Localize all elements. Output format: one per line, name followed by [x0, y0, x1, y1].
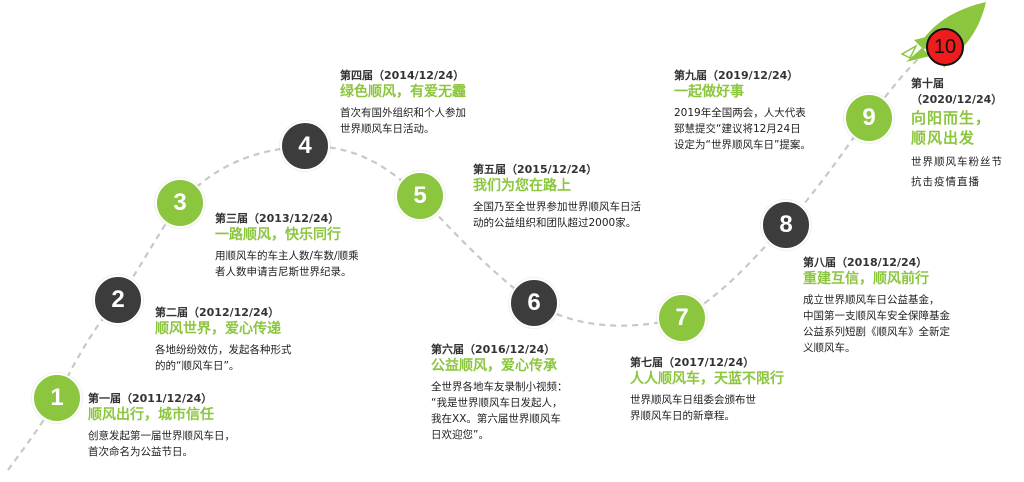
edition-label: 第九届（2019/12/24）	[674, 69, 799, 82]
milestone-title: 我们为您在路上	[473, 178, 571, 194]
milestone-desc: 世界顺风车日组委会颁布世 界顺风车日的新章程。	[630, 394, 756, 422]
milestone-block-8: 第八届（2018/12/24） 重建互信，顺风前行 成立世界顺风车日公益基金， …	[803, 256, 950, 356]
milestone-node-7: 7	[657, 293, 707, 343]
milestone-node-3: 3	[155, 178, 205, 228]
edition-label: 第十届	[911, 77, 944, 90]
milestone-block-4: 第四届（2014/12/24） 绿色顺风，有爱无霾 首次有国外组织和个人参加 世…	[340, 69, 466, 137]
milestone-title: 公益顺风，爱心传承	[431, 358, 557, 374]
milestone-block-1: 第一届（2011/12/24） 顺风出行，城市信任 创意发起第一届世界顺风车日，…	[88, 392, 235, 460]
milestone-desc: 创意发起第一届世界顺风车日， 首次命名为公益节日。	[88, 430, 235, 458]
edition-label: 第五届（2015/12/24）	[473, 163, 598, 176]
milestone-node-2: 2	[93, 275, 143, 325]
edition-label: 第二届（2012/12/24）	[155, 306, 280, 319]
milestone-block-10: 第十届 （2020/12/24） 向阳而生， 顺风出发 世界顺风车粉丝节 抗击疫…	[911, 76, 1003, 192]
milestone-block-7: 第七届（2017/12/24） 人人顺风车，天蓝不限行 世界顺风车日组委会颁布世…	[630, 356, 784, 424]
milestone-title: 顺风世界，爱心传递	[155, 321, 281, 337]
milestone-node-5: 5	[395, 171, 445, 221]
edition-label: 第一届（2011/12/24）	[88, 392, 213, 405]
milestone-desc: 世界顺风车粉丝节 抗击疫情直播	[911, 156, 1003, 188]
milestone-block-3: 第三届（2013/12/24） 一路顺风，快乐同行 用顺风车的车主人数/车数/顺…	[215, 212, 359, 280]
milestone-title: 顺风出行，城市信任	[88, 407, 214, 423]
milestone-desc: 各地纷纷效仿，发起各种形式 的的“顺风车日”。	[155, 344, 292, 372]
milestone-title: 人人顺风车，天蓝不限行	[630, 371, 784, 387]
milestone-block-6: 第六届（2016/12/24） 公益顺风，爱心传承 全世界各地车友录制小视频： …	[431, 343, 568, 443]
milestone-node-8: 8	[761, 200, 811, 250]
edition-label: 第四届（2014/12/24）	[340, 69, 465, 82]
milestone-title-line-2: 顺风出发	[911, 129, 976, 147]
milestone-title: 一路顺风，快乐同行	[215, 227, 341, 243]
edition-label: 第六届（2016/12/24）	[431, 343, 556, 356]
milestone-node-10: 10	[926, 28, 964, 66]
milestone-node-9: 9	[844, 93, 894, 143]
milestone-node-4: 4	[280, 121, 330, 171]
edition-date: （2020/12/24）	[911, 93, 1003, 106]
milestone-title: 一起做好事	[674, 84, 744, 100]
milestone-desc: 全世界各地车友录制小视频： “我是世界顺风车日发起人， 我在XX。第六届世界顺风…	[431, 381, 568, 441]
milestone-title: 绿色顺风，有爱无霾	[340, 84, 466, 100]
edition-label: 第三届（2013/12/24）	[215, 212, 340, 225]
milestone-block-5: 第五届（2015/12/24） 我们为您在路上 全国乃至全世界参加世界顺风车日活…	[473, 163, 641, 231]
edition-label: 第七届（2017/12/24）	[630, 356, 755, 369]
milestone-title-line-1: 向阳而生，	[911, 109, 992, 127]
milestone-desc: 全国乃至全世界参加世界顺风车日活 动的公益组织和团队超过2000家。	[473, 201, 641, 229]
milestone-node-6: 6	[509, 278, 559, 328]
milestone-block-9: 第九届（2019/12/24） 一起做好事 2019年全国两会，人大代表 郅慧提…	[674, 69, 811, 153]
milestone-desc: 首次有国外组织和个人参加 世界顺风车日活动。	[340, 107, 466, 135]
edition-label: 第八届（2018/12/24）	[803, 256, 928, 269]
milestone-block-2: 第二届（2012/12/24） 顺风世界，爱心传递 各地纷纷效仿，发起各种形式 …	[155, 306, 292, 374]
milestone-desc: 2019年全国两会，人大代表 郅慧提交“建议将12月24日 设定为“世界顺风车日…	[674, 107, 811, 151]
milestone-desc: 用顺风车的车主人数/车数/顺乘 者人数申请吉尼斯世界纪录。	[215, 250, 359, 278]
milestone-desc: 成立世界顺风车日公益基金， 中国第一支顺风车安全保障基金 公益系列短剧《顺风车》…	[803, 294, 950, 354]
milestone-node-1: 1	[32, 373, 82, 423]
milestone-title: 重建互信，顺风前行	[803, 271, 929, 287]
